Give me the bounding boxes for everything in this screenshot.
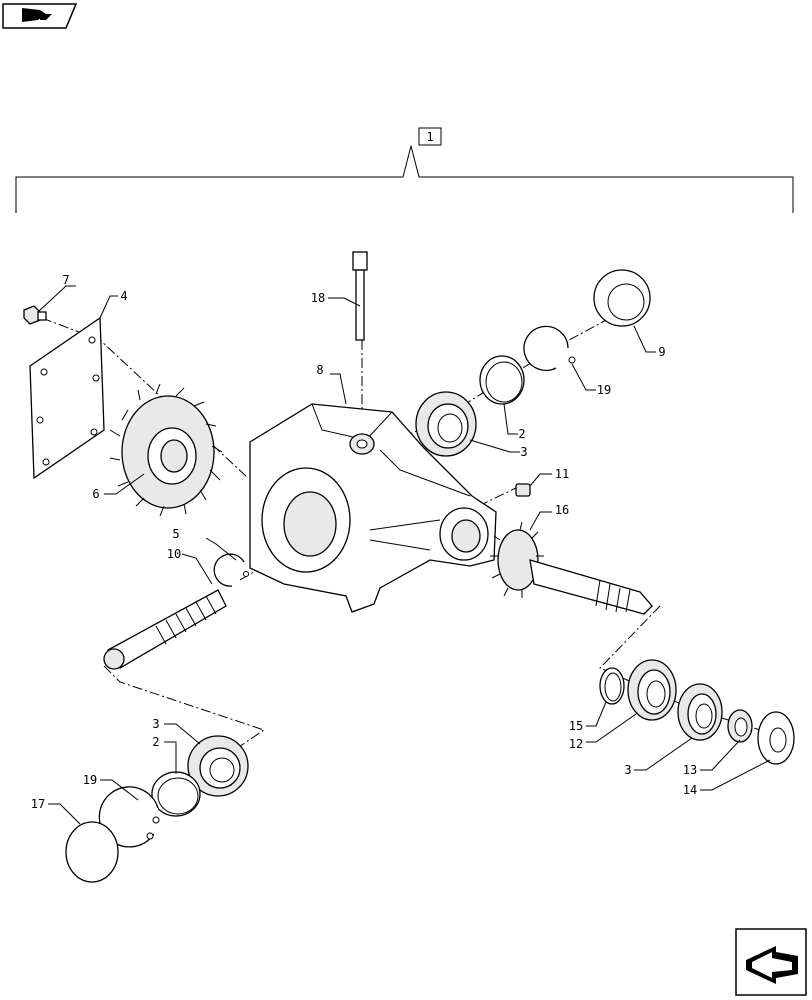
callout-14: 14: [683, 783, 697, 797]
callout-3-right: 3: [624, 763, 631, 777]
callout-15: 15: [569, 719, 583, 733]
assembly-bracket: 1: [15, 127, 794, 213]
callout-2-top: 2: [518, 427, 525, 441]
part-3-bearing-right: [677, 683, 723, 741]
callout-16: 16: [555, 503, 569, 517]
part-3-bearing-top: [415, 391, 477, 457]
callout-3-top: 3: [520, 445, 527, 459]
next-page-arrow-icon[interactable]: [735, 928, 807, 996]
callout-4: 4: [120, 289, 127, 303]
callout-6: 6: [92, 487, 99, 501]
callout-labels: 7 4 18 9 19 8 2 3 6 11 16 5 10 15 12 3 1…: [31, 273, 697, 811]
callout-12: 12: [569, 737, 583, 751]
callout-17: 17: [31, 797, 45, 811]
part-19-circlip-left: [98, 786, 160, 848]
part-2-ring-top: [479, 355, 525, 405]
callout-2-left: 2: [152, 735, 159, 749]
part-10-input-shaft: [103, 589, 227, 670]
part-5-circlip: [213, 553, 249, 587]
part-13-lock-nut: [727, 709, 753, 743]
part-15-circlip: [599, 667, 625, 705]
part-2-ring-left: [151, 771, 201, 817]
part-18-stud: [352, 251, 368, 341]
part-7-bolt: [23, 305, 47, 325]
part-19-circlip-top: [523, 325, 576, 372]
callout-9: 9: [658, 345, 665, 359]
book-page-icon[interactable]: [2, 3, 78, 29]
assembly-label: 1: [426, 130, 433, 144]
callout-13: 13: [683, 763, 697, 777]
part-6-bevel-gear: [109, 383, 223, 517]
part-9-seal: [593, 269, 651, 327]
callout-19-left: 19: [83, 773, 97, 787]
part-4-cover-plate: [29, 316, 105, 480]
part-14-end-cap: [757, 711, 795, 765]
callout-3-left: 3: [152, 717, 159, 731]
callout-8: 8: [316, 363, 323, 377]
part-8-gearbox-housing: [249, 403, 497, 613]
callout-7: 7: [62, 273, 69, 287]
leader-lines: [37, 285, 771, 825]
callout-5: 5: [172, 527, 179, 541]
callout-11: 11: [555, 467, 569, 481]
part-16-pinion-shaft: [490, 521, 653, 615]
part-12-bearing: [627, 659, 677, 721]
part-11-plug: [515, 483, 531, 497]
callout-19-top: 19: [597, 383, 611, 397]
callout-18: 18: [311, 291, 325, 305]
part-17-cover: [65, 821, 119, 883]
callout-10: 10: [167, 547, 181, 561]
part-3-bearing-left: [187, 735, 249, 797]
